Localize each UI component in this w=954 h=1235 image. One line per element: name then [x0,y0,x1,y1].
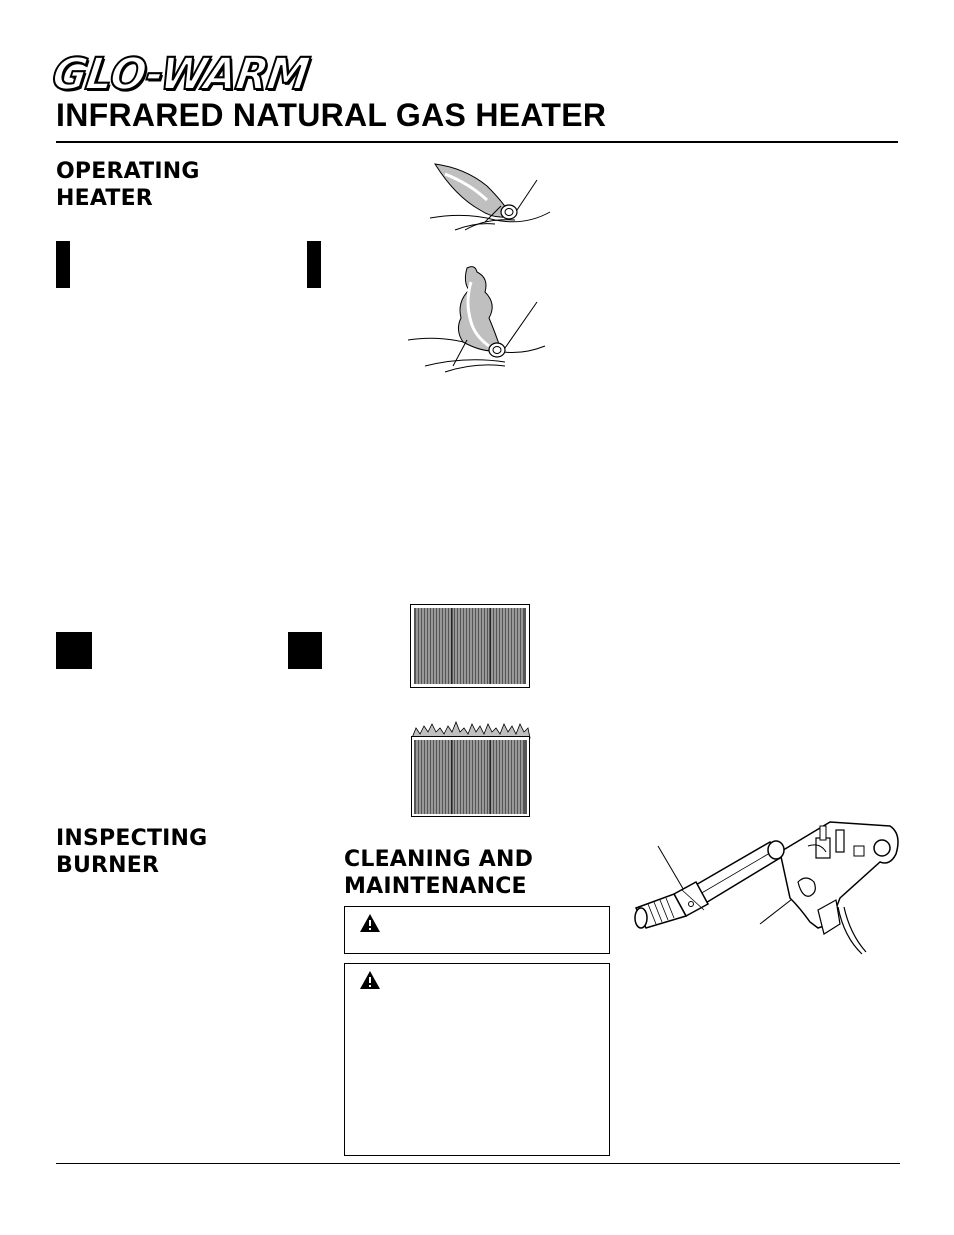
header-divider [56,141,898,143]
brand-logo: GLO-WARM [48,47,313,100]
pilot-flame-incorrect-illustration [407,266,546,373]
pilot-flame-correct-illustration [429,163,551,231]
burner-cold-illustration [410,604,530,688]
marker-bar-right-top [307,241,321,288]
inspecting-burner-heading-line1: INSPECTING [56,826,208,851]
cleaning-maintenance-heading: CLEANING AND MAINTENANCE [344,846,533,900]
marker-square-right [288,632,322,669]
marker-square-left [56,632,92,669]
warning-triangle-icon [360,914,380,932]
operating-heater-heading-line2: HEATER [56,186,153,211]
operating-heater-heading-line1: OPERATING [56,159,200,184]
cleaning-maintenance-heading-line2: MAINTENANCE [344,874,527,899]
operating-heater-heading: OPERATING HEATER [56,158,200,212]
warning-box-small [344,906,610,954]
marker-bar-left-top [56,241,70,288]
cleaning-maintenance-heading-line1: CLEANING AND [344,847,534,872]
warning-triangle-icon [360,971,380,989]
inspecting-burner-heading: INSPECTING BURNER [56,825,207,879]
burner-lit-illustration [411,720,531,817]
footer-divider [56,1163,900,1164]
inspecting-burner-heading-line2: BURNER [56,853,160,878]
page-title: INFRARED NATURAL GAS HEATER [56,97,607,133]
pilot-assembly-illustration [634,821,899,955]
warning-box-large [344,963,610,1156]
